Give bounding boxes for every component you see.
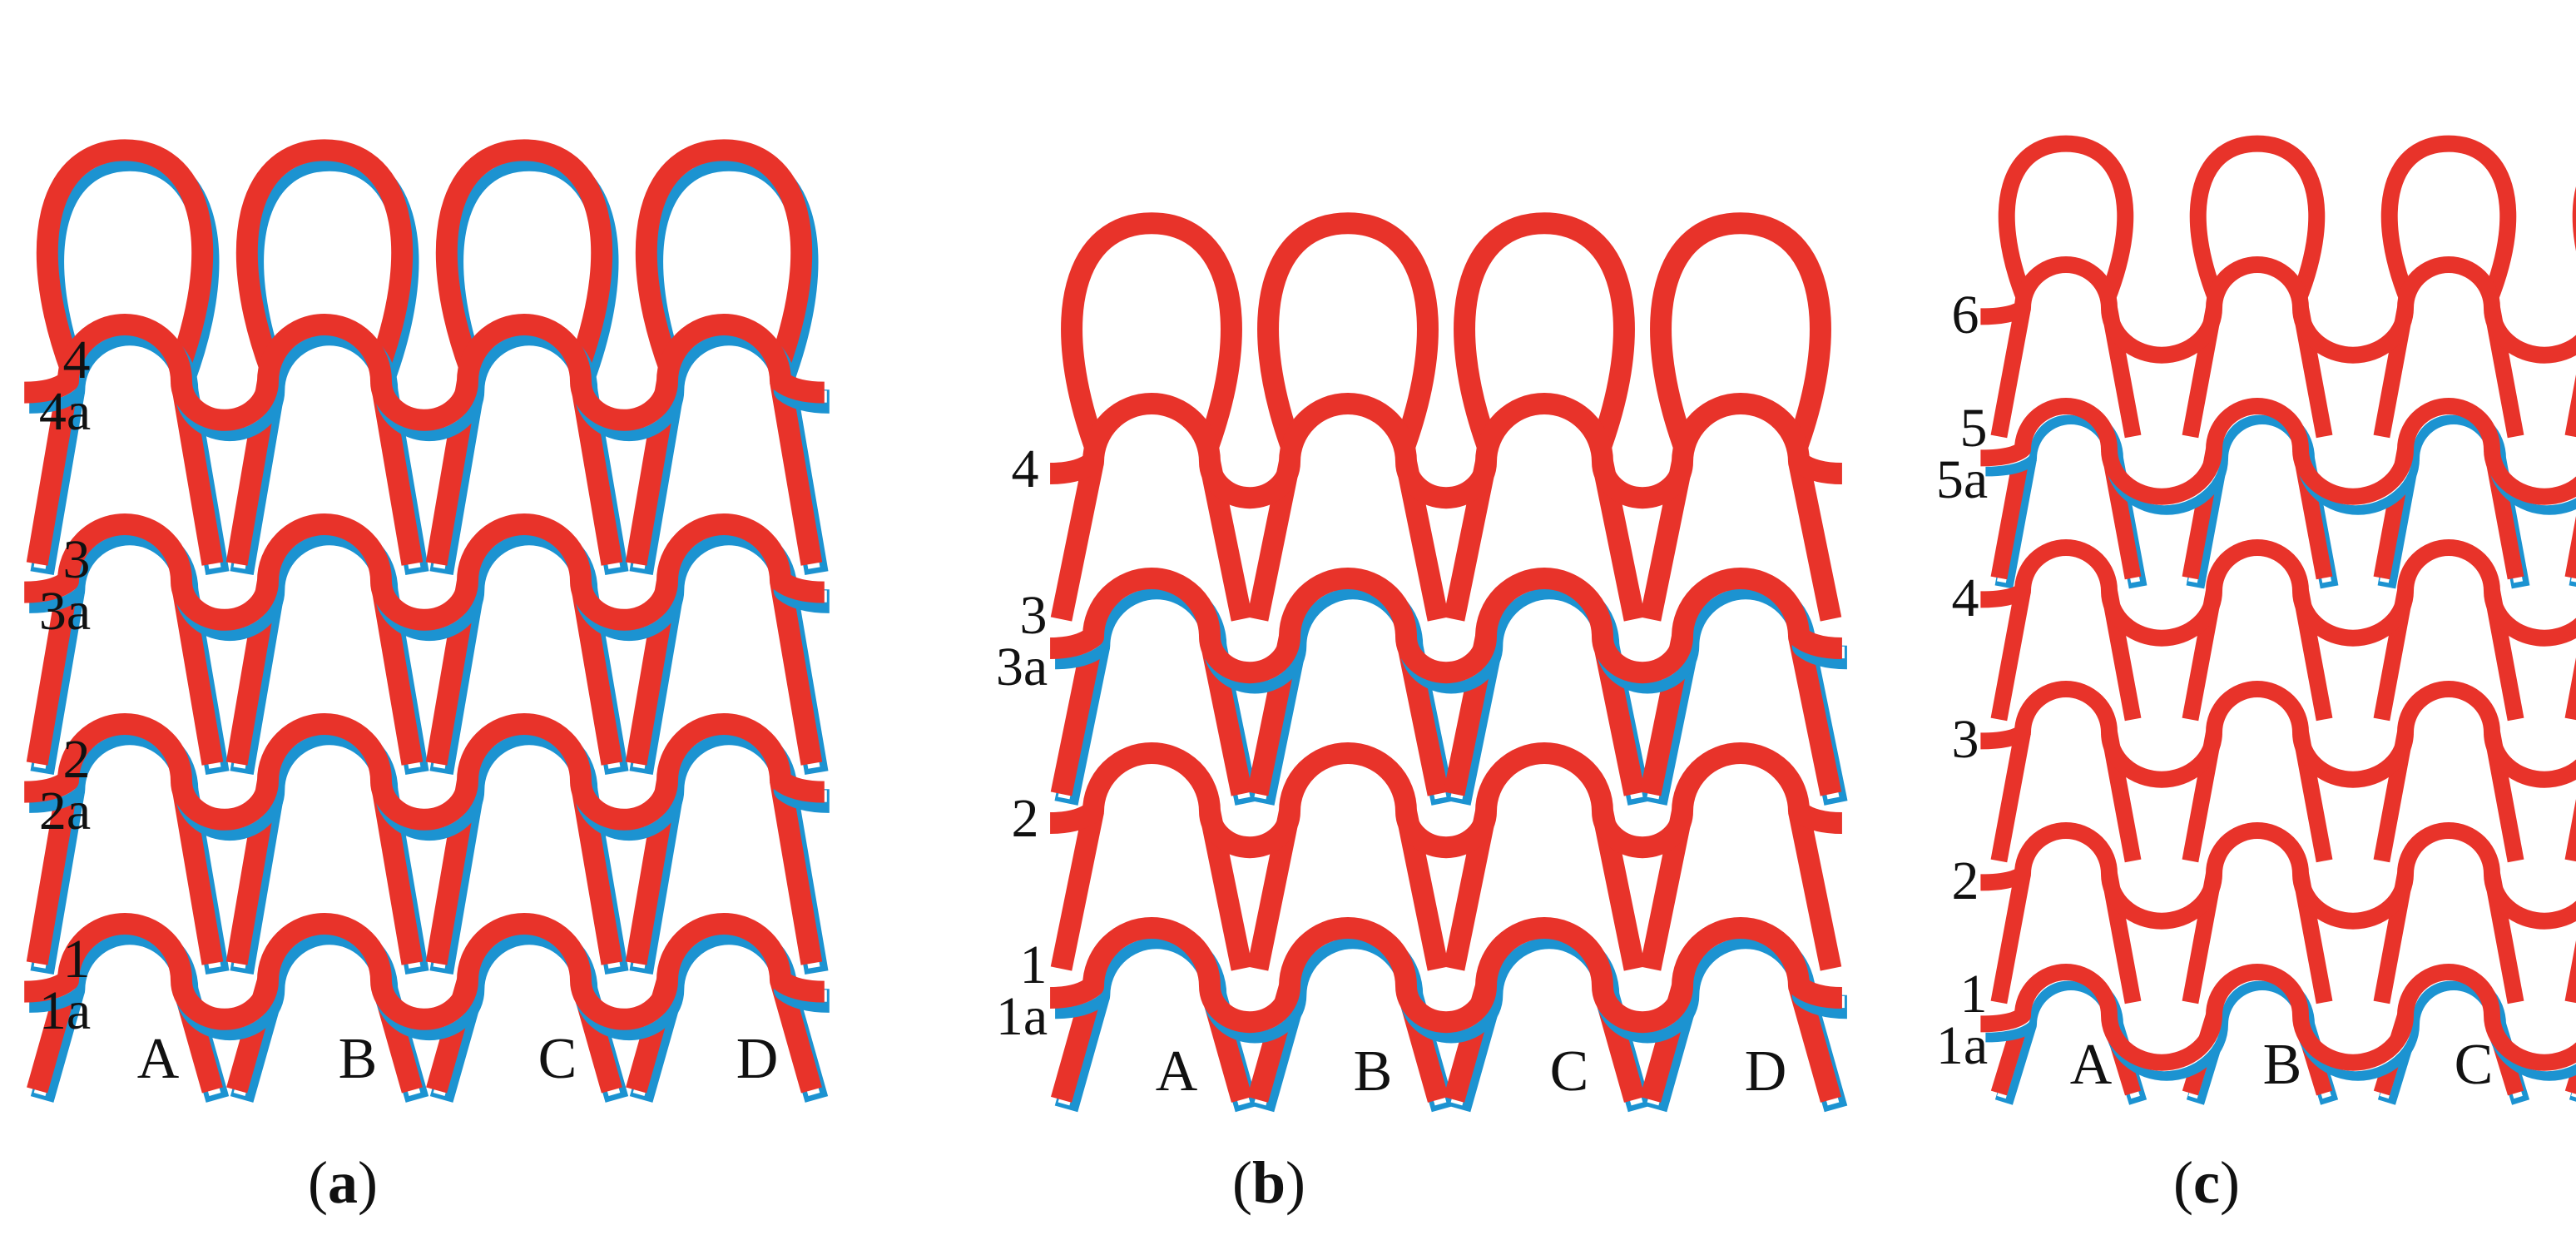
panel-a-top-loop-A [36,139,220,384]
panel-c-row-label-3: 3 [1952,709,1979,770]
panel-c-top-loop-C [2380,135,2517,303]
panel-b-row-label-1: 1 [1020,935,1048,995]
panel-b-column-label-D: D [1745,1039,1787,1104]
panel-b-row-label-3a: 3a [996,637,1048,697]
panel-c-row-label-4: 4 [1952,568,1979,628]
panel-b-course-1 [1049,917,1848,1044]
panel-c-top-loop-B [2189,135,2326,303]
caption-open-paren: ( [1232,1149,1252,1216]
caption-open-paren: ( [308,1149,328,1216]
panel-b-caption: (b) [1232,1149,1305,1216]
panel-c-course-3 [1980,681,2576,788]
caption-close-paren: ) [358,1149,378,1216]
panel-a-row-label-1a: 1a [39,980,91,1041]
panel-b-top-loop-D [1650,212,1831,454]
panel-c-course-3-legs-D [2564,799,2576,862]
panel-a-course-4 [23,314,830,442]
panel-c-row-label-5: 5 [1960,398,1988,459]
caption-letter: a [328,1149,358,1216]
panel-a-course-1 [23,913,830,1041]
panel-c-course-5-legs-D [2564,516,2576,587]
panel-b-top-loop-B [1257,212,1439,454]
panel-c-column-label-A: A [2070,1033,2113,1097]
panel-b: 11a 2 33a 4A B C D (b) [996,212,1848,1216]
panel-b-row-label-1a: 1a [996,986,1048,1047]
panel-b-column-label-A: A [1156,1039,1198,1104]
panel-c-course-6 [1980,256,2576,364]
panel-a-row-label-3a: 3a [39,581,91,642]
panel-a-column-label-A: A [137,1027,180,1091]
panel-b-top-loop-A [1061,212,1242,454]
panel-c-course-1 [1980,964,2576,1081]
panel-c-column-label-C: C [2455,1033,2494,1097]
panel-a-top-loop-B [235,139,419,384]
panel-a-row-label-1: 1 [63,929,91,990]
panel-c-column-label-B: B [2263,1033,2302,1097]
caption-letter: c [2193,1149,2220,1216]
panel-b-column-label-C: C [1550,1039,1589,1104]
panel-b-course-3 [1049,568,1848,694]
panel-b-course-4 [1049,393,1843,509]
panel-b-row-label-4: 4 [1012,439,1039,499]
panel-a-column-label-C: C [538,1027,577,1091]
panel-c-row-label-1: 1 [1960,964,1988,1024]
panel-c-row-label-2: 2 [1952,851,1979,911]
panel-c-row-label-1a: 1a [1936,1015,1988,1076]
panel-c-caption: (c) [2173,1149,2240,1216]
panel-a-caption: (a) [308,1149,378,1216]
panel-c-course-5 [1980,398,2576,515]
caption-close-paren: ) [2220,1149,2240,1216]
caption-open-paren: ( [2173,1149,2193,1216]
panel-c-course-4-legs-D [2564,657,2576,721]
panel-c-course-4 [1980,539,2576,647]
panel-c-top-loop-A [1998,135,2134,303]
caption-letter: b [1252,1149,1286,1216]
panel-b-top-loop-C [1454,212,1635,454]
panel-b-column-label-B: B [1354,1039,1393,1104]
panel-a-top-loop-C [435,139,619,384]
panel-b-course-2 [1049,742,1843,859]
panel-a-row-label-2: 2 [63,729,91,790]
panel-c-course-6-legs-D [2564,374,2576,438]
panel-b-row-label-3: 3 [1020,585,1048,646]
caption-close-paren: ) [1286,1149,1305,1216]
panel-c-course-2-legs-D [2564,940,2576,1004]
panel-a-course-2 [23,713,830,841]
panel-a-row-label-4a: 4a [39,381,91,442]
panel-a-row-label-2a: 2a [39,781,91,841]
panel-a-top-loop-D [635,139,819,384]
panel-a-column-label-B: B [339,1027,378,1091]
panel-a-row-label-4: 4 [63,330,91,390]
panel-b-row-label-2: 2 [1012,788,1039,849]
panel-c-course-2 [1980,822,2576,930]
panel-a-column-label-D: D [736,1027,779,1091]
panel-c: 11a23455a6ABCD(c) [1936,135,2576,1216]
panel-c-row-label-6: 6 [1952,285,1979,345]
panel-a-row-label-3: 3 [63,529,91,590]
panel-a-course-3 [23,513,830,642]
panel-c-row-label-5a: 5a [1936,449,1988,510]
